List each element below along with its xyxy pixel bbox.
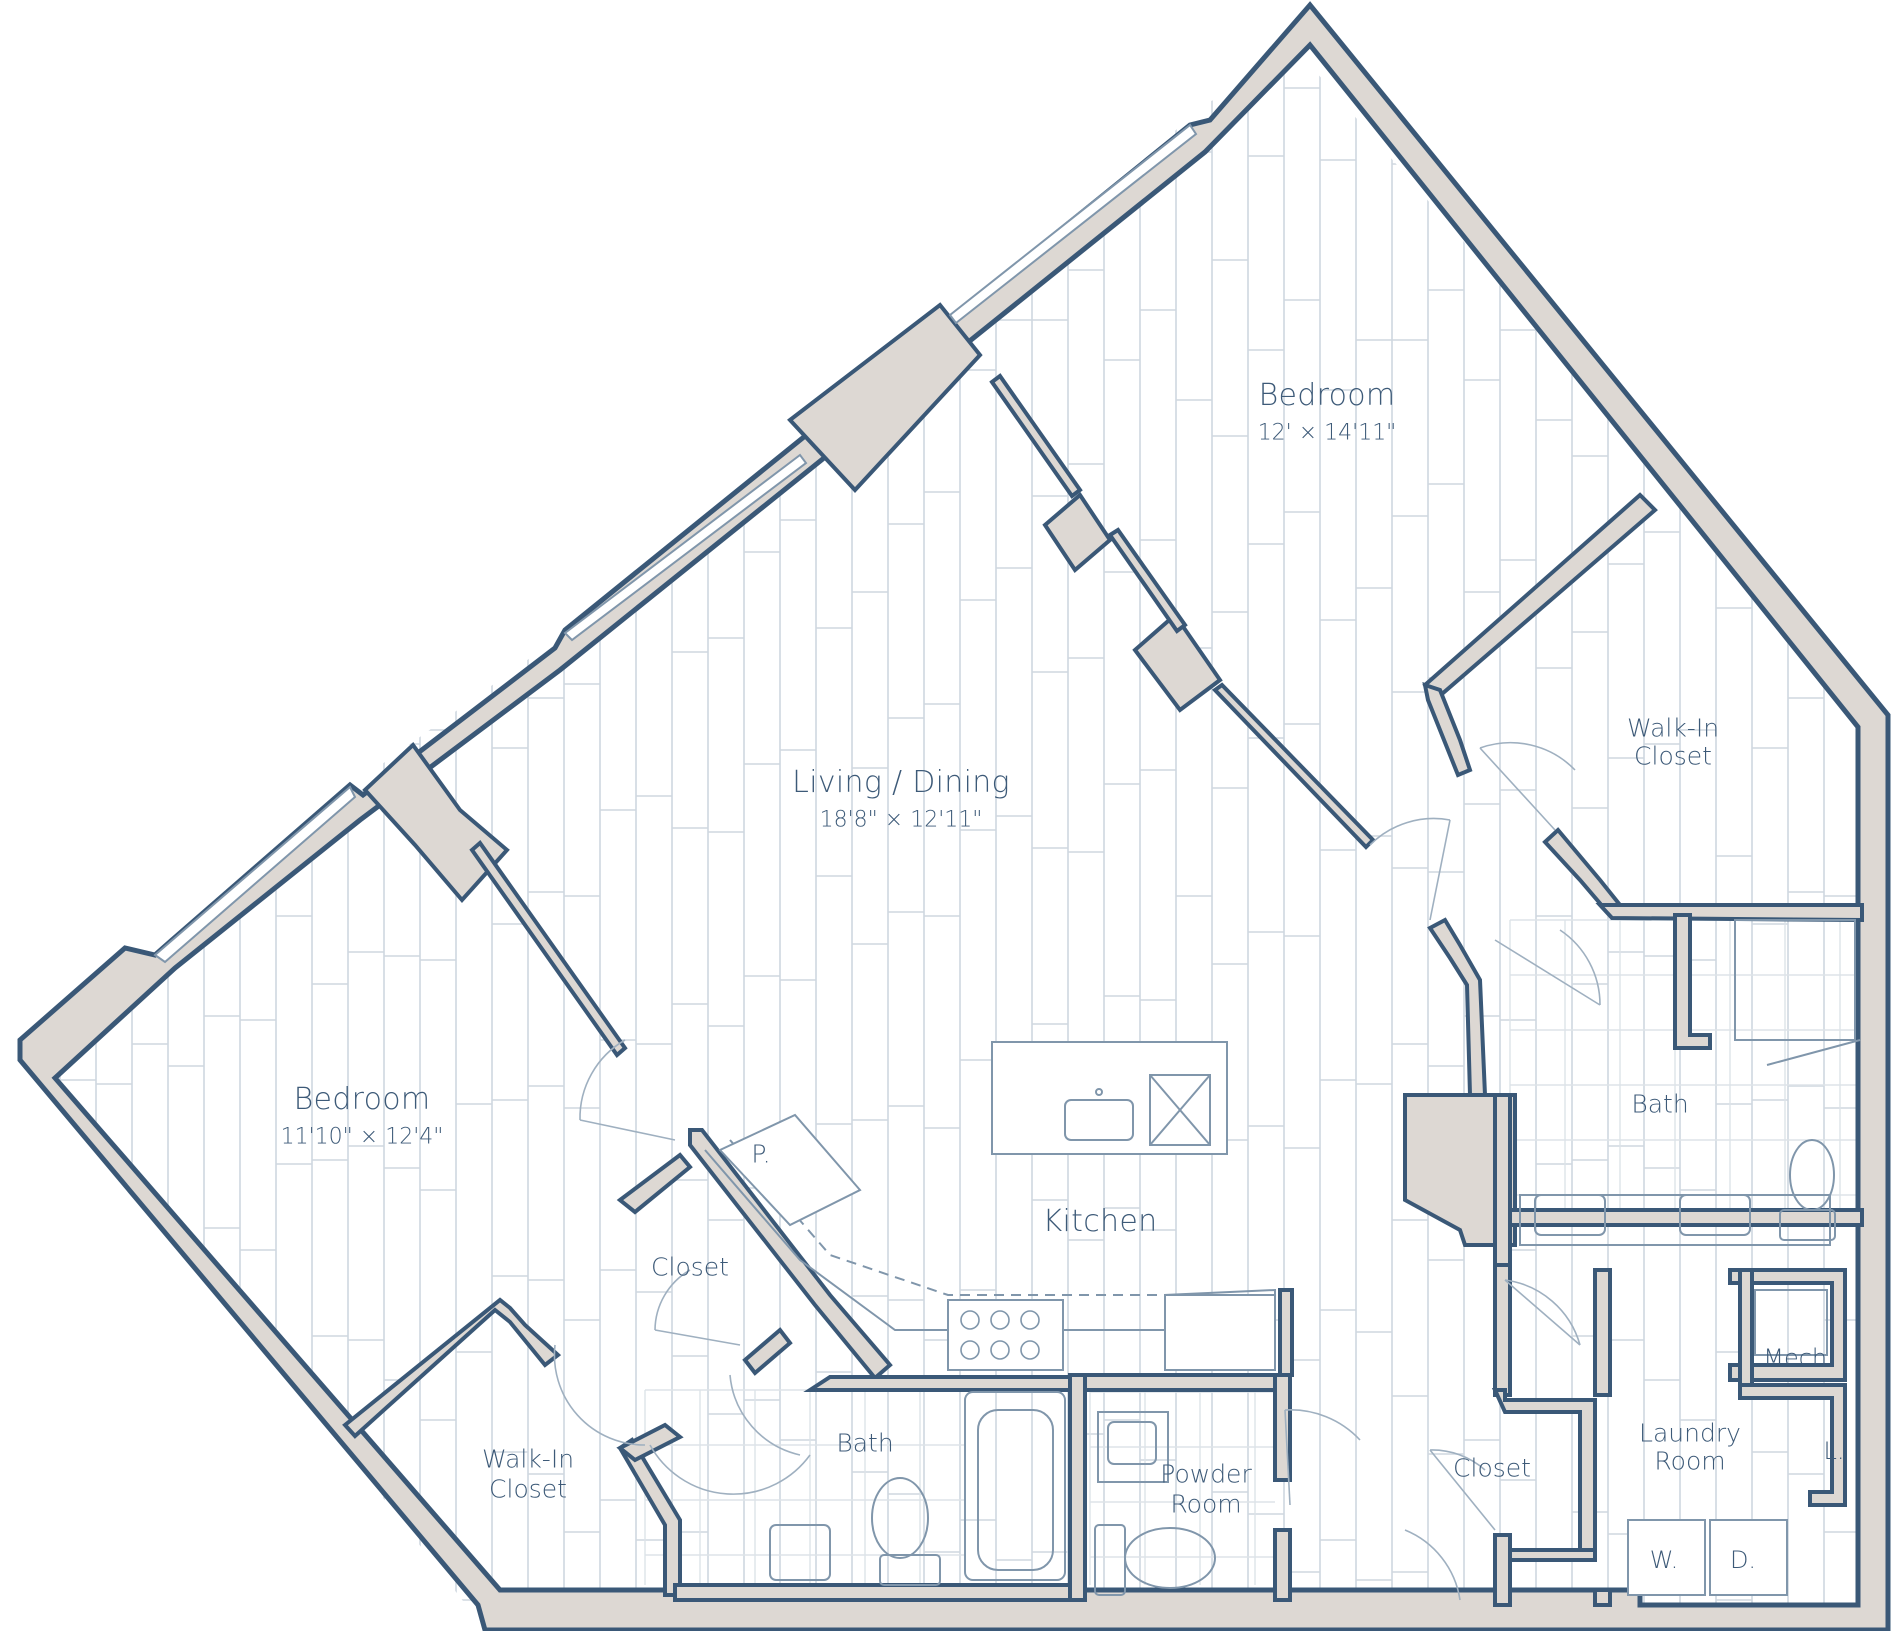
laundry-room-label-2: Room xyxy=(1654,1446,1726,1476)
powder-room-label-2: Room xyxy=(1170,1489,1242,1519)
mech-label: Mech. xyxy=(1763,1344,1835,1373)
center-bath-label: Bath xyxy=(836,1428,894,1458)
right-walkin-label-1: Walk-In xyxy=(1626,713,1720,743)
right-closet-label: Closet xyxy=(1453,1453,1531,1483)
laundry-room-label-1: Laundry xyxy=(1639,1418,1741,1448)
right-bath-label: Bath xyxy=(1631,1089,1689,1119)
left-bedroom-dims: 11'10" × 12'4" xyxy=(280,1124,444,1150)
left-walkin-label-1: Walk-In xyxy=(481,1444,575,1474)
left-bedroom-label: Bedroom xyxy=(293,1081,431,1117)
linen-label: L. xyxy=(1823,1437,1845,1466)
bath-tile xyxy=(644,919,1860,1585)
living-dining-dims: 18'8" × 12'11" xyxy=(819,807,983,833)
washer-label: W. xyxy=(1649,1546,1679,1575)
door-swings xyxy=(553,741,1601,1601)
powder-room-label-1: Powder xyxy=(1160,1459,1252,1489)
living-dining-label: Living / Dining xyxy=(792,764,1010,800)
right-walkin-label-2: Closet xyxy=(1634,741,1712,771)
center-closet-label: Closet xyxy=(651,1252,729,1282)
dryer-label: D. xyxy=(1729,1546,1757,1575)
left-walkin-label-2: Closet xyxy=(489,1474,567,1504)
windows xyxy=(153,123,1198,964)
top-bedroom-label: Bedroom xyxy=(1258,377,1396,413)
kitchen-label: Kitchen xyxy=(1042,1203,1158,1239)
fixtures xyxy=(704,919,1861,1596)
top-bedroom-dims: 12' × 14'11" xyxy=(1257,420,1397,446)
interior-walls xyxy=(342,302,1864,1607)
pantry-label: P. xyxy=(751,1139,771,1169)
